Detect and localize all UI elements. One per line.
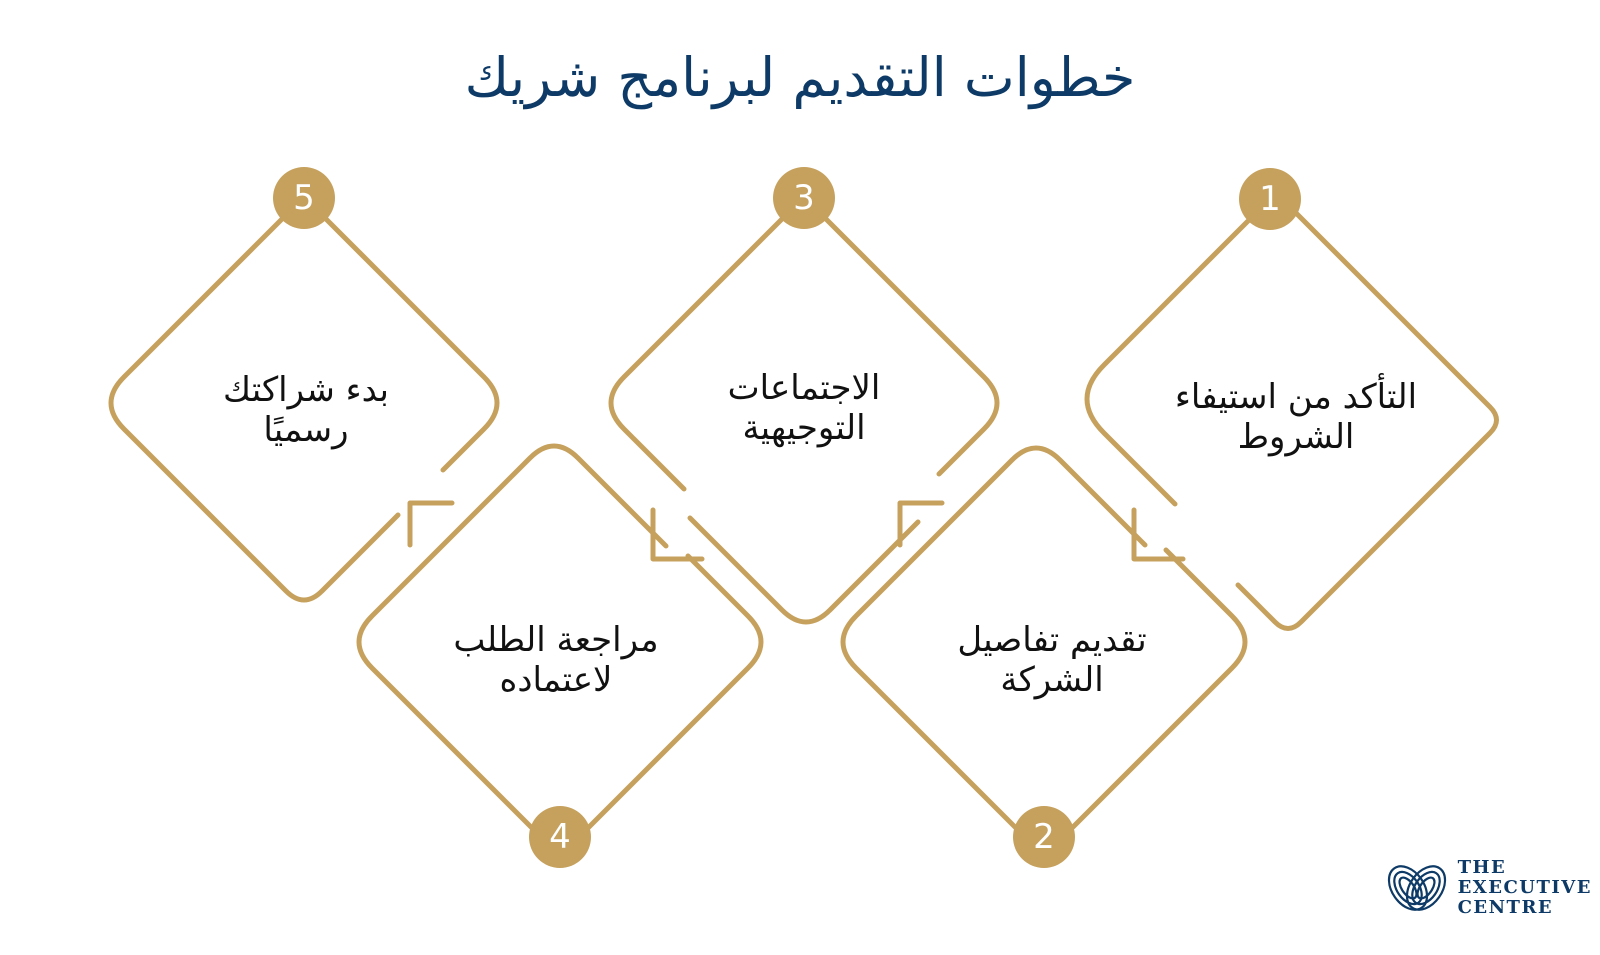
- step-5-number-badge: 5: [273, 167, 335, 229]
- step-5-diamond-left: [108, 202, 401, 603]
- step-1-diamond-top: [1084, 202, 1267, 507]
- step-2-number-badge: 2: [1013, 806, 1075, 868]
- step-4-label: مراجعة الطلب لاعتماده: [426, 620, 686, 700]
- step-1-label: التأكد من استيفاء الشروط: [1166, 377, 1426, 457]
- arrow-3-to-4: [650, 507, 705, 562]
- step-1-diamond: [1235, 190, 1499, 631]
- step-3-line1: الاجتماعات: [727, 368, 881, 408]
- logo-line-1: THE: [1457, 857, 1507, 878]
- step-4-line1: مراجعة الطلب: [453, 620, 659, 660]
- step-2-line2: الشركة: [1000, 660, 1104, 700]
- step-1-line1: التأكد من استيفاء: [1174, 377, 1418, 417]
- step-4-diamond-right: [565, 553, 764, 851]
- step-1-number-badge: 1: [1239, 168, 1301, 230]
- step-5-label: بدء شراكتك رسميًا: [176, 370, 436, 450]
- arrow-2-to-3: [897, 500, 945, 548]
- step-2-diamond: [840, 445, 1148, 851]
- step-2-diamond-right: [1049, 547, 1248, 851]
- step-4-diamond: [356, 443, 669, 851]
- step-3-diamond-bottom: [687, 515, 921, 625]
- step-3-label: الاجتماعات التوجيهية: [674, 368, 934, 448]
- step-3-line2: التوجيهية: [742, 408, 866, 448]
- step-5-line2: رسميًا: [263, 410, 349, 450]
- interlocking-rings-logo-icon: [1387, 865, 1446, 911]
- logo-line-2: EXECUTIVE: [1457, 877, 1592, 898]
- logo-wordmark: THE EXECUTIVE CENTRE: [1458, 858, 1592, 918]
- step-5-diamond: [309, 202, 500, 473]
- step-4-number-badge: 4: [529, 806, 591, 868]
- step-2-line1: تقديم تفاصيل: [957, 620, 1147, 660]
- logo-line-3: CENTRE: [1457, 897, 1554, 918]
- arrow-1-to-2: [1131, 507, 1186, 562]
- arrow-4-to-5: [407, 500, 455, 548]
- step-3-diamond-left: [608, 202, 799, 492]
- step-5-line1: بدء شراكتك: [223, 370, 389, 410]
- step-4-line2: لاعتماده: [499, 660, 613, 700]
- page-title: خطوات التقديم لبرنامج شريك: [464, 46, 1136, 109]
- step-3-diamond: [809, 202, 1000, 477]
- step-2-label: تقديم تفاصيل الشركة: [922, 620, 1182, 700]
- step-3-number-badge: 3: [773, 167, 835, 229]
- company-logo: THE EXECUTIVE CENTRE: [1386, 857, 1592, 919]
- step-1-line2: الشروط: [1237, 417, 1355, 457]
